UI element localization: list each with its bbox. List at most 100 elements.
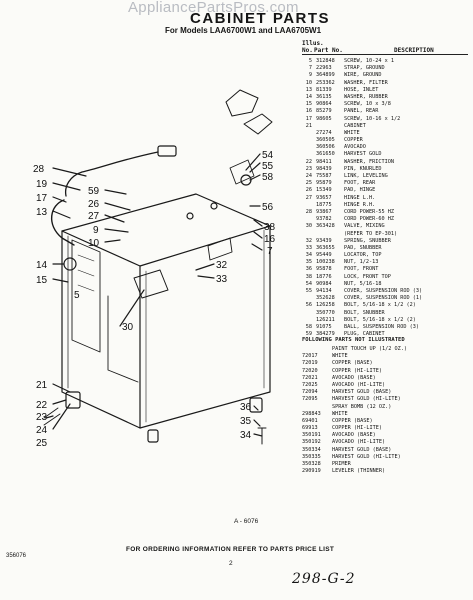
row-description: PAINT TOUCH UP (1/2 OZ.) — [332, 346, 407, 352]
row-illus-no: 9 — [308, 72, 312, 79]
row-illus-no: 5 — [308, 58, 312, 64]
diagram-id: A - 6076 — [234, 518, 259, 525]
row-illus-no: 35 — [305, 259, 312, 266]
row-description: FOOT, FRONT — [344, 266, 379, 273]
row-description: SPRAY BOMB (12 OZ.) — [332, 403, 392, 410]
callout-54: 54 — [262, 150, 274, 161]
row-part-no: 298843 — [302, 410, 321, 417]
row-illus-no: 13 — [305, 86, 312, 93]
row-description: HINGE L.H. — [344, 194, 376, 201]
row-part-no: 350334 — [302, 446, 321, 453]
row-illus-no: 32 — [305, 237, 312, 244]
row-description: LOCATOR, TOP — [344, 252, 382, 259]
row-description: HARVEST GOLD (HI-LITE) — [332, 396, 401, 403]
callout-19: 19 — [36, 179, 48, 190]
callout-55: 55 — [262, 161, 274, 172]
row-description: HARVEST GOLD (BASE) — [332, 446, 392, 453]
row-illus-no: 25 — [305, 180, 312, 187]
watermark: AppliancePartsPros.com — [128, 0, 299, 16]
row-illus-no: 27 — [305, 194, 312, 201]
row-description: PANEL, REAR — [344, 108, 379, 115]
row-description: BOLT, SNUBBER — [344, 309, 385, 316]
callout-38: 38 — [264, 222, 276, 233]
row-part-no: 363655 — [316, 244, 335, 251]
row-part-no: 352628 — [316, 295, 335, 302]
row-description: CORD POWER-55 HZ — [344, 208, 394, 215]
row-description: COVER, SUSPENSION ROD (1) — [344, 295, 423, 302]
row-part-no: 363428 — [316, 223, 335, 230]
row-part-no: 72017 — [302, 353, 318, 360]
row-illus-no: 30 — [305, 223, 312, 230]
row-description: STRAP, GROUND — [344, 65, 385, 72]
row-illus-no: 38 — [305, 273, 312, 280]
callout-21: 21 — [36, 380, 48, 391]
callout-15: 15 — [36, 275, 48, 286]
row-part-no: 72020 — [302, 367, 318, 374]
row-description: HOSE, INLET — [344, 86, 379, 93]
row-description: AVOCADO — [344, 144, 366, 151]
callout-59: 59 — [88, 186, 100, 197]
row-illus-no: 7 — [308, 65, 312, 72]
row-description: NUT, 1/2-13 — [344, 259, 379, 266]
row-description: CABINET — [344, 122, 366, 129]
row-part-no: 98605 — [316, 115, 332, 122]
row-illus-no: 10 — [305, 79, 312, 86]
row-part-no: 384279 — [316, 331, 335, 338]
row-description: COPPER (BASE) — [332, 360, 373, 367]
row-part-no: 75587 — [316, 173, 332, 179]
row-description: PIN, KNURLED — [344, 165, 382, 172]
row-part-no: 126211 — [316, 316, 335, 323]
not-illustrated-row: 350334 HARVEST GOLD (BASE) — [302, 447, 472, 454]
callout-33: 33 — [216, 274, 228, 285]
row-description: FOOT, REAR — [344, 180, 376, 187]
row-part-no: 361650 — [316, 151, 335, 158]
row-illus-no: 23 — [305, 165, 312, 172]
callout-7: 7 — [267, 246, 273, 257]
row-description: WASHER, FRICTION — [344, 158, 394, 165]
not-illustrated-row: 72019 COPPER (BASE) — [302, 360, 472, 367]
row-description: WASHER, FILTER — [344, 79, 388, 86]
row-description: BOLT, 5/16-18 x 1/2 (2) — [344, 302, 416, 309]
document-code: 356076 — [6, 553, 27, 559]
callout-14: 14 — [36, 260, 48, 271]
row-description: SCREW, 10 x 3/8 — [344, 101, 391, 108]
callout-17: 17 — [36, 193, 48, 204]
callout-58: 58 — [262, 172, 274, 183]
col-description: DESCRIPTION — [394, 47, 434, 54]
row-part-no: 72019 — [302, 360, 318, 367]
row-description: PRIMER — [332, 461, 351, 467]
row-description: HINGE R.H. — [344, 201, 376, 208]
row-part-no: 18776 — [316, 273, 332, 280]
row-part-no: 350328 — [302, 461, 321, 467]
page-title: CABINET PARTS — [190, 10, 331, 27]
row-part-no: 95878 — [316, 266, 332, 273]
col-part-no: Part No. — [314, 47, 343, 54]
row-description: BOLT, 5/16-18 x 1/2 (2) — [344, 316, 416, 323]
row-part-no: 85279 — [316, 108, 332, 115]
page-subtitle: For Models LAA6700W1 and LAA6705W1 — [165, 26, 322, 35]
row-description: AVOCADO (HI-LITE) — [332, 439, 386, 446]
row-description: WIRE, GROUND — [344, 72, 382, 79]
row-description: COPPER (HI-LITE) — [332, 425, 382, 432]
illus-label: Illus. — [302, 40, 324, 47]
row-part-no: 36135 — [316, 93, 332, 100]
